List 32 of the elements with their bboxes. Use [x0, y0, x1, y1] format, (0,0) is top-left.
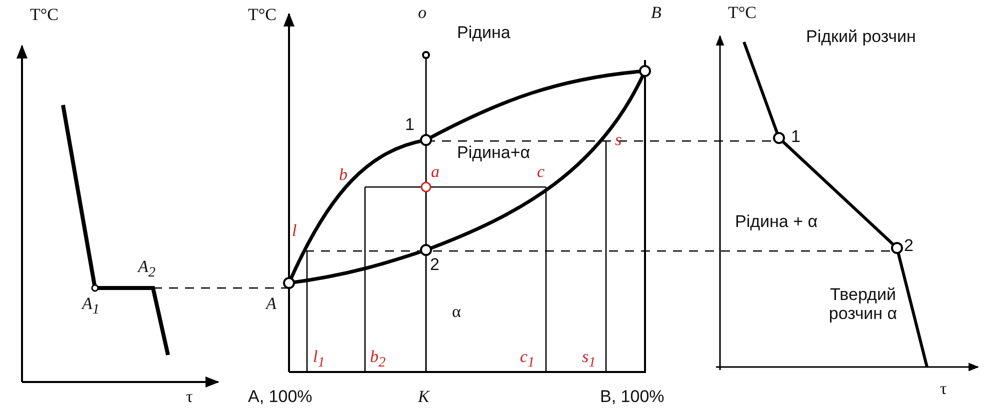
- point-label: o: [418, 4, 426, 23]
- point-label: a: [431, 163, 440, 182]
- point-label: s: [615, 131, 622, 150]
- axis-label: τ: [940, 380, 947, 399]
- phase-label: Рідина+α: [457, 144, 530, 163]
- phase-label: Рідина: [457, 24, 510, 43]
- phase-label: Твердий розчин α: [828, 286, 898, 324]
- axis-label: T°C: [30, 6, 59, 25]
- point-label: l$_{1}$: [313, 348, 325, 371]
- axis-label: τ: [186, 388, 193, 407]
- point-label: c$_{1}$: [520, 348, 535, 371]
- point-label: s$_{1}$: [582, 348, 596, 371]
- point-label: A: [266, 295, 276, 314]
- axis-label: K: [418, 388, 430, 407]
- point-label: 1: [405, 116, 414, 135]
- point-label: A$_{1}$: [82, 295, 100, 318]
- phase-label: Рідина + α: [735, 213, 818, 232]
- point-label: 2: [904, 237, 914, 256]
- axis-label: A, 100%: [248, 388, 312, 407]
- axis-label: T°C: [248, 6, 277, 25]
- point-label: A$_{2}$: [138, 258, 156, 281]
- point-label: B: [651, 4, 662, 23]
- point-label: b: [339, 166, 348, 185]
- point-label: l: [292, 222, 297, 241]
- phase-label: α: [452, 303, 461, 322]
- point-label: c: [537, 163, 545, 182]
- phase-label: Рідкий розчин: [806, 28, 916, 47]
- axis-label: T°C: [728, 4, 757, 23]
- point-label: 2: [430, 256, 440, 275]
- point-label: 1: [791, 128, 800, 147]
- axis-label: B, 100%: [600, 388, 664, 407]
- point-label: b$_{2}$: [370, 348, 386, 371]
